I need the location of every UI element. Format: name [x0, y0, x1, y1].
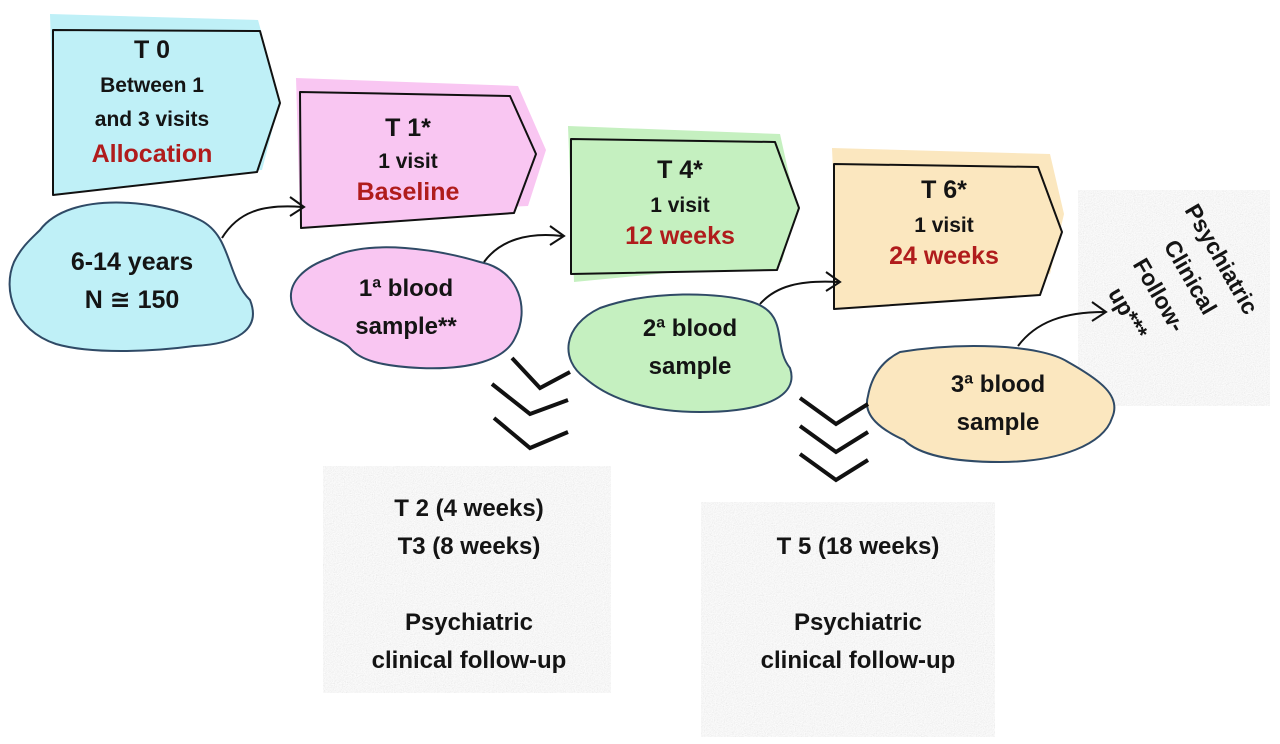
- blood-sample-1-line1: 1ª blood: [359, 275, 453, 302]
- stage-t1-title: T 1*: [385, 114, 431, 142]
- stage-t0-arrow: [52, 29, 281, 196]
- stage-t0-line2: and 3 visits: [95, 108, 209, 131]
- connector-arrow-blood1-to-t4: [483, 234, 563, 263]
- connector-arrow-blood3-to-final: [1017, 311, 1105, 347]
- stage-t6-highlight-label: 24 weeks: [889, 242, 999, 270]
- stage-t0-line1: Between 1: [100, 74, 204, 97]
- stage-t4-line1: 1 visit: [650, 194, 710, 217]
- connector-arrow-population-to-t1: [221, 205, 303, 239]
- connector-arrow-blood2-to-t6: [759, 280, 839, 305]
- stage-t1-highlight-label: Baseline: [357, 178, 460, 206]
- followup-t2-t3-desc2: clinical follow-up: [372, 647, 567, 674]
- blood-sample-3-blob: [865, 345, 1116, 464]
- blood-sample-3-line1: 3ª blood: [951, 371, 1045, 398]
- population-blob: [8, 201, 254, 352]
- population-age-label: 6-14 years: [71, 248, 193, 276]
- stage-t0-highlight-label: Allocation: [92, 140, 213, 168]
- followup-t5-desc1: Psychiatric: [794, 609, 922, 636]
- stage-t4-arrow: [570, 138, 800, 275]
- blood-sample-3-line2: sample: [957, 409, 1040, 436]
- blood-sample-1-blob: [289, 246, 523, 370]
- blood-sample-2-blob: [567, 293, 793, 414]
- blood-sample-2-line2: sample: [649, 353, 732, 380]
- followup-box-final: [1078, 190, 1270, 406]
- blood-sample-1-line2: sample**: [355, 313, 457, 340]
- followup-t2-t3-desc1: Psychiatric: [405, 609, 533, 636]
- chevrons-to-t2-t3: [490, 356, 571, 451]
- stage-t1-line1: 1 visit: [378, 150, 438, 173]
- stage-t4-highlight-label: 12 weeks: [625, 222, 735, 250]
- chevrons-to-t5: [798, 396, 870, 483]
- followup-box-t2-t3: [323, 466, 611, 693]
- followup-t2-label: T 2 (4 weeks): [394, 495, 543, 522]
- followup-t3-label: T3 (8 weeks): [398, 533, 541, 560]
- stage-t6-line1: 1 visit: [914, 214, 974, 237]
- followup-t5-label: T 5 (18 weeks): [777, 533, 940, 560]
- arrowhead-t6: [825, 271, 842, 292]
- population-size-label: N ≅ 150: [85, 286, 180, 314]
- arrowhead-t1: [289, 196, 306, 217]
- arrowhead-t4: [549, 225, 566, 246]
- blood-sample-2-line1: 2ª blood: [643, 315, 737, 342]
- stage-t0-title: T 0: [134, 36, 170, 64]
- followup-t5-desc2: clinical follow-up: [761, 647, 956, 674]
- stage-t6-title: T 6*: [921, 176, 967, 204]
- stage-t4-title: T 4*: [657, 156, 703, 184]
- arrowhead-final: [1091, 301, 1108, 322]
- followup-box-t5: [701, 502, 995, 737]
